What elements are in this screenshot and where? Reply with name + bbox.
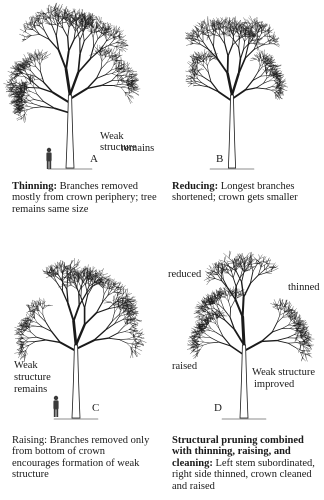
annotation-a-line2: remains xyxy=(121,143,154,154)
caption-d: Structural pruning combined with thinnin… xyxy=(172,435,322,492)
panel-letter-b: B xyxy=(216,154,223,165)
person-silhouette xyxy=(46,148,51,169)
caption-c: Raising: Branches removed only from bott… xyxy=(12,435,152,481)
panel-letter-a: A xyxy=(90,154,98,165)
caption-a-title: Thinning: xyxy=(12,181,57,192)
tree-trunk xyxy=(240,345,248,418)
label-reduced: reduced xyxy=(168,269,201,280)
panel-thinning: A Weak structure remains Thinning: Branc… xyxy=(0,0,162,250)
annotation-c-line1: Weak xyxy=(14,360,38,371)
tree-branches xyxy=(187,251,314,419)
tree-trunk xyxy=(228,95,235,168)
annotation-c-line2: structure xyxy=(14,372,51,383)
annotation-c-line3: remains xyxy=(14,384,47,395)
label-thinned: thinned xyxy=(288,282,320,293)
panel-letter-d: D xyxy=(214,403,222,414)
panel-raising: Weak structure remains C Raising: Branch… xyxy=(0,250,162,500)
annotation-d-line1: Weak structure xyxy=(252,367,315,378)
caption-a: Thinning: Branches removed mostly from c… xyxy=(12,181,162,215)
annotation-d-line2: improved xyxy=(254,379,294,390)
tree-trunk xyxy=(72,345,80,418)
tree-trunk xyxy=(66,95,74,168)
tree-branches xyxy=(185,16,287,169)
person-silhouette xyxy=(53,396,58,417)
caption-b: Reducing: Longest branches shortened; cr… xyxy=(172,181,322,204)
panel-letter-c: C xyxy=(92,403,99,414)
caption-b-title: Reducing: xyxy=(172,181,218,192)
tree-b-illustration xyxy=(162,0,324,250)
label-raised: raised xyxy=(172,361,197,372)
panel-reducing: B Reducing: Longest branches shortened; … xyxy=(162,0,324,250)
panel-structural-pruning: reduced thinned raised Weak structure im… xyxy=(162,250,324,500)
